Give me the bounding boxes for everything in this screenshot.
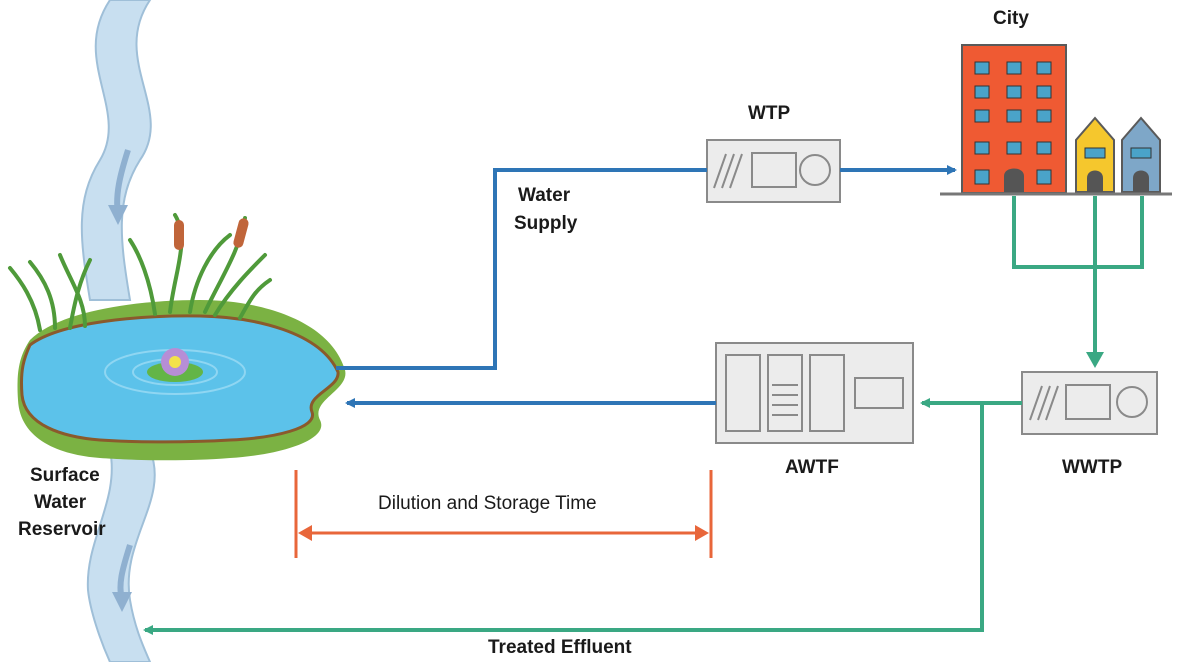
cattail-icon <box>174 218 249 250</box>
river-downstream <box>86 449 156 662</box>
reeds-icon <box>8 213 272 332</box>
reservoir-pond <box>17 300 346 461</box>
water-supply-label-1: Water <box>518 185 571 206</box>
treated-effluent-label: Treated Effluent <box>488 637 632 658</box>
river-upstream <box>80 0 152 301</box>
water-supply-line <box>336 168 707 370</box>
city-buildings-icon <box>940 44 1172 196</box>
wtp-label: WTP <box>748 103 791 124</box>
awtf-plant <box>715 342 914 444</box>
reservoir-label-2: Water <box>34 492 87 513</box>
reservoir-label-3: Reservoir <box>18 519 106 540</box>
dilution-label: Dilution and Storage Time <box>378 493 597 514</box>
treated-effluent-line <box>143 403 984 635</box>
wwtp-label: WWTP <box>1062 457 1123 478</box>
reservoir-label-1: Surface <box>30 465 100 486</box>
water-supply-label-2: Supply <box>514 213 578 234</box>
wastewater-collection-line <box>1012 196 1144 362</box>
water-lily-icon <box>161 348 189 376</box>
wtp-plant <box>706 139 841 203</box>
wastewater-arrowhead <box>1086 352 1104 368</box>
dilution-time-arrow <box>294 470 713 558</box>
awtf-label: AWTF <box>785 457 839 478</box>
city-label: City <box>993 8 1029 29</box>
wwtp-plant <box>1021 371 1158 435</box>
